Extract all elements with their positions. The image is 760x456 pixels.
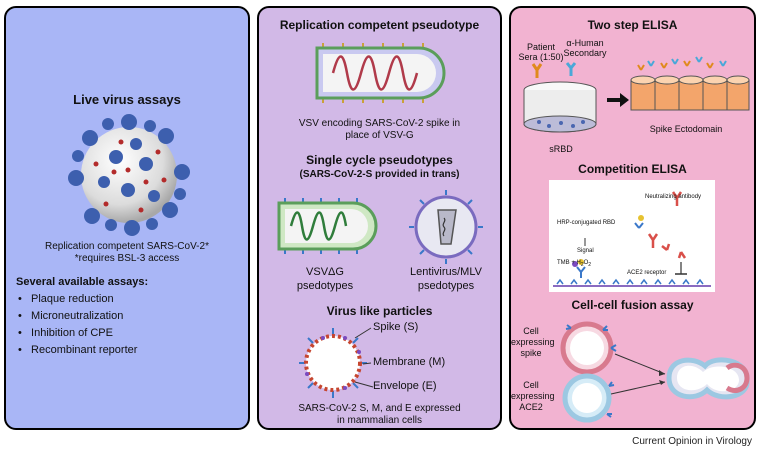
lentivirus-particle-icon xyxy=(409,190,483,264)
vsv-delta-g-label-2: psedotypes xyxy=(296,280,354,292)
right-arrow-icon xyxy=(607,93,629,107)
vlp-particle-icon xyxy=(299,328,367,398)
vsv-caption-2: place of VSV-G xyxy=(345,130,414,141)
competition-elisa-title: Competition ELISA xyxy=(578,162,687,176)
vlp-caption-1: SARS-CoV-2 S, M, and E expressed xyxy=(298,403,461,414)
patient-sera-label-1: Patient xyxy=(526,42,556,52)
journal-credit: Current Opinion in Virology xyxy=(632,436,752,447)
ace2-receptor-label: ACE2 receptor xyxy=(627,270,667,276)
elisa-well-icon xyxy=(523,62,597,133)
vsv-caption-1: VSV encoding SARS-CoV-2 spike in xyxy=(298,118,461,129)
assay-item: • Recombinant reporter xyxy=(18,344,138,356)
signal-label: Signal xyxy=(577,248,594,254)
live-virus-panel: Live virus assays Replication competent … xyxy=(4,6,250,430)
vlp-caption-2: in mammalian cells xyxy=(336,415,423,426)
spike-cell-label-1: Cell xyxy=(523,326,539,336)
vsv-delta-g-particle-icon xyxy=(277,198,378,254)
spike-cell-label-2: expressing xyxy=(511,337,555,347)
ace2-cell-label-2: expressing xyxy=(511,391,555,401)
vsv-particle-icon xyxy=(315,43,446,103)
replication-competent-title: Replication competent pseudotype xyxy=(279,18,480,32)
fusion-assay-title: Cell-cell fusion assay xyxy=(571,298,694,312)
lentivirus-label-2: psedotypes xyxy=(417,280,475,292)
patient-sera-label-2: Sera (1:50) xyxy=(518,52,564,62)
secondary-label-2: Secondary xyxy=(563,48,607,58)
elisa-panel: Two step ELISA Patient Sera (1:50) α-Hum… xyxy=(509,6,756,430)
cell-fusion-diagram xyxy=(560,321,750,423)
envelope-label: Envelope (E) xyxy=(373,380,437,392)
assay-item: • Microneutralization xyxy=(18,310,124,322)
single-cycle-title: Single cycle pseudotypes xyxy=(306,153,453,167)
pseudotype-panel: Replication competent pseudotype VSV enc… xyxy=(257,6,502,430)
spike-cell-label-3: spike xyxy=(520,348,542,358)
ace2-cell-label-1: Cell xyxy=(523,380,539,390)
neutralizing-antibody-label: Neutralizing antibody xyxy=(645,194,702,200)
tmb-label: TMB + H2O2 xyxy=(557,260,592,269)
live-virus-title: Live virus assays xyxy=(73,92,181,107)
spike-ectodomain-label: Spike Ectodomain xyxy=(649,124,723,134)
secondary-label-1: α-Human xyxy=(566,38,604,48)
hrp-rbd-label: HRP-conjugated RBD xyxy=(557,220,616,226)
vlp-pointer-lines xyxy=(354,327,374,388)
two-step-elisa-title: Two step ELISA xyxy=(587,18,678,32)
vlp-title: Virus like particles xyxy=(326,304,433,318)
sars-cov-2-virion-icon xyxy=(68,114,190,236)
bsl3-note: *requires BSL-3 access xyxy=(74,253,180,264)
ace2-cell-label-3: ACE2 xyxy=(519,402,543,412)
membrane-label: Membrane (M) xyxy=(373,356,446,368)
srbd-label: sRBD xyxy=(549,144,573,154)
single-cycle-subtitle: (SARS-CoV-2-S provided in trans) xyxy=(299,169,460,180)
lentivirus-label-1: Lentivirus/MLV xyxy=(410,266,482,278)
vsv-delta-g-label-1: VSVΔG xyxy=(306,266,344,278)
spike-label: Spike (S) xyxy=(373,321,419,333)
assay-item: • Plaque reduction xyxy=(18,293,114,305)
live-virus-caption: Replication competent SARS-CoV-2* xyxy=(45,241,209,252)
competition-elisa-box xyxy=(549,180,715,292)
elisa-strip-icon xyxy=(630,56,750,111)
assays-header: Several available assays: xyxy=(16,276,149,288)
assay-item: • Inhibition of CPE xyxy=(18,327,113,339)
